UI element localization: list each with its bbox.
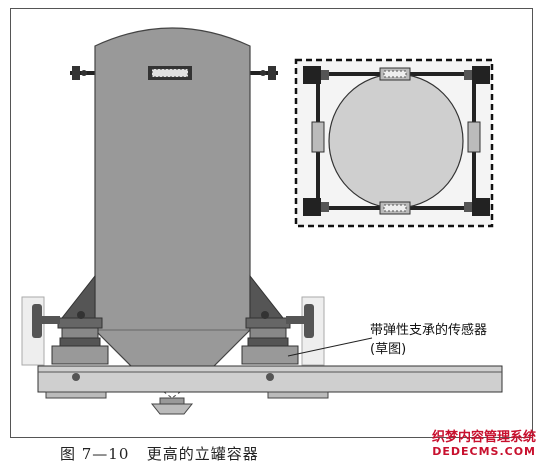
- watermark-line2: DEDECMS.COM: [432, 445, 536, 458]
- callout-leader-line: [287, 337, 373, 357]
- right-support-leg: [241, 274, 325, 381]
- figure-caption: 图 7—10 更高的立罐容器: [60, 445, 259, 463]
- watermark: 织梦内容管理系统 DEDECMS.COM: [432, 430, 536, 459]
- plan-view-inset: [294, 58, 494, 228]
- figure-frame: [10, 8, 533, 438]
- tank-diagram: [21, 27, 503, 415]
- base-beam: [37, 365, 503, 399]
- left-support-leg: [21, 274, 109, 381]
- watermark-line1: 织梦内容管理系统: [431, 430, 536, 445]
- vertical-tank-vessel: [94, 27, 251, 415]
- turnbuckle: [148, 66, 192, 80]
- sensor-callout-label: 带弹性支承的传感器(草图): [370, 323, 488, 357]
